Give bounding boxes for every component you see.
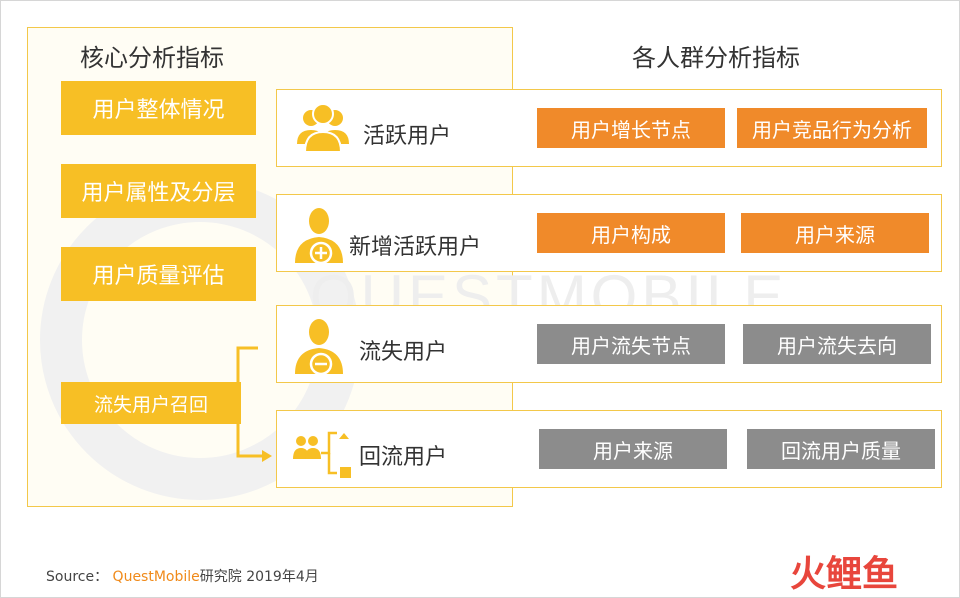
group-row-churned: 流失用户 用户流失节点 用户流失去向 xyxy=(276,305,942,383)
indicator-growth-node: 用户增长节点 xyxy=(537,108,725,148)
group-label-churned: 流失用户 xyxy=(359,340,448,365)
logo-text: 火鲤鱼 xyxy=(790,554,898,594)
indicator-churn-node: 用户流失节点 xyxy=(537,324,725,364)
indicator-return-quality: 回流用户质量 xyxy=(747,429,935,469)
core-item-overall: 用户整体情况 xyxy=(61,81,256,135)
user-remove-icon xyxy=(295,319,343,376)
group-metrics-title: 各人群分析指标 xyxy=(632,44,800,72)
user-group-icon xyxy=(297,103,349,153)
indicator-source: 用户来源 xyxy=(741,213,929,253)
group-row-active: 活跃用户 用户增长节点 用户竞品行为分析 xyxy=(276,89,942,167)
group-row-returning: 回流用户 用户来源 回流用户质量 xyxy=(276,410,942,488)
churn-recall-box: 流失用户召回 xyxy=(61,382,241,424)
group-label-new-active: 新增活跃用户 xyxy=(349,235,482,260)
source-prefix: Source： xyxy=(46,569,113,585)
core-item-attributes: 用户属性及分层 xyxy=(61,164,256,218)
indicator-churn-destination: 用户流失去向 xyxy=(743,324,931,364)
source-note: Source： QuestMobile研究院 2019年4月 xyxy=(46,566,319,586)
user-add-icon xyxy=(295,208,343,265)
group-label-active: 活跃用户 xyxy=(363,124,452,149)
group-label-returning: 回流用户 xyxy=(359,445,448,470)
core-metrics-title: 核心分析指标 xyxy=(80,44,224,72)
indicator-return-source: 用户来源 xyxy=(539,429,727,469)
indicator-composition: 用户构成 xyxy=(537,213,725,253)
source-brand: QuestMobile xyxy=(112,569,200,585)
source-suffix: 研究院 2019年4月 xyxy=(199,569,319,585)
core-item-quality: 用户质量评估 xyxy=(61,247,256,301)
huoliyu-logo: 火鲤鱼 xyxy=(790,554,898,594)
group-row-new-active: 新增活跃用户 用户构成 用户来源 xyxy=(276,194,942,272)
indicator-competitor-behavior: 用户竞品行为分析 xyxy=(737,108,927,148)
user-flow-icon xyxy=(293,431,351,478)
